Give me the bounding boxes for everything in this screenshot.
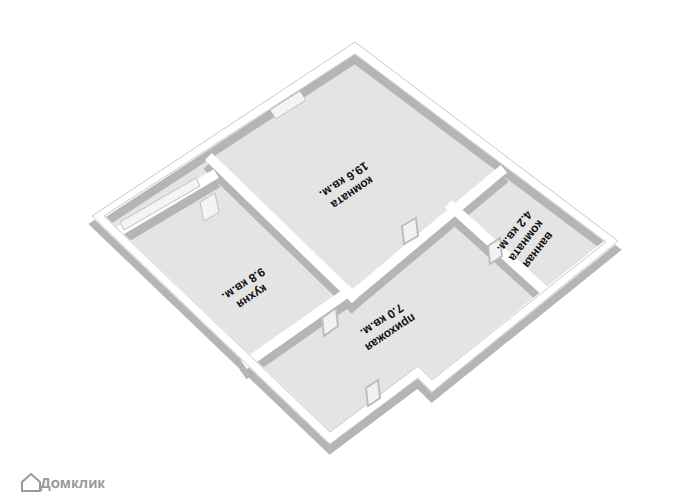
watermark: Домклик: [40, 474, 105, 491]
wall-edges: [92, 42, 618, 444]
doors: [322, 218, 502, 406]
windows: [120, 91, 306, 230]
floor: [102, 52, 608, 433]
wall-tops: [98, 48, 612, 438]
wall-sides: [98, 57, 612, 447]
watermark-icon: [22, 474, 40, 491]
